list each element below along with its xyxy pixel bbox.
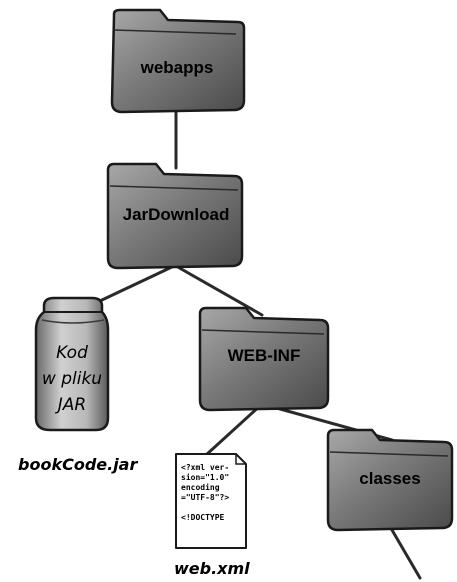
folder-label: webapps bbox=[140, 58, 214, 77]
jar-label-line-3: JAR bbox=[55, 395, 86, 415]
folder-icon bbox=[110, 8, 246, 114]
folder-classes[interactable]: classes bbox=[326, 428, 454, 532]
folder-label: WEB-INF bbox=[228, 346, 301, 365]
xml-caption: web.xml bbox=[174, 559, 250, 578]
xml-line-2: sion="1.0" bbox=[181, 472, 229, 482]
line-webinf-xml bbox=[204, 402, 264, 457]
folder-jardownload[interactable]: JarDownload bbox=[106, 162, 244, 270]
xml-file[interactable]: <?xml ver- sion="1.0" encoding ="UTF-8"?… bbox=[175, 453, 247, 549]
xml-line-1: <?xml ver- bbox=[181, 463, 229, 472]
jar-icon bbox=[34, 296, 110, 432]
folder-label: JarDownload bbox=[123, 205, 230, 224]
jar-label-line-1: Kod bbox=[56, 343, 88, 363]
folder-webapps[interactable]: webapps bbox=[110, 8, 246, 114]
xml-line-6: <!DOCTYPE bbox=[181, 513, 225, 522]
jar-label-line-2: w pliku bbox=[42, 369, 102, 389]
line-classes-down bbox=[390, 528, 422, 580]
jar-caption: bookCode.jar bbox=[18, 455, 138, 474]
xml-line-4: ="UTF-8"?> bbox=[181, 493, 229, 502]
line-jardownload-webinf bbox=[174, 264, 264, 317]
document-icon bbox=[175, 453, 247, 549]
folder-label: classes bbox=[359, 469, 420, 488]
jar-file[interactable]: Kod w pliku JAR bbox=[34, 296, 110, 432]
folder-webinf[interactable]: WEB-INF bbox=[198, 306, 330, 412]
folder-icon bbox=[106, 162, 244, 270]
xml-line-3: encoding bbox=[181, 482, 220, 492]
